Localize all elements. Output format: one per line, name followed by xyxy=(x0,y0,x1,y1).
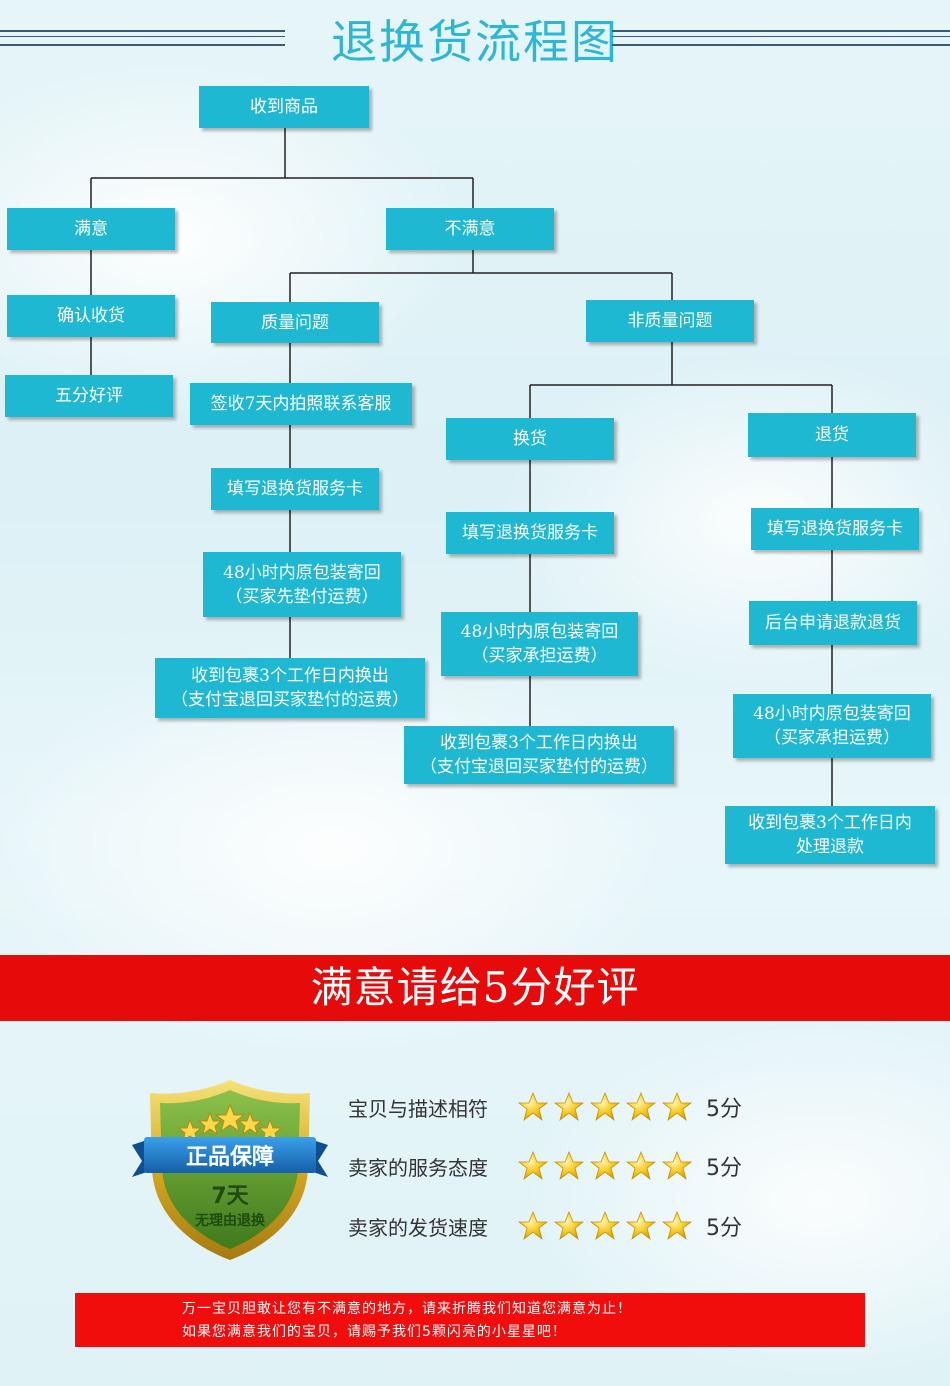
star-rating xyxy=(518,1092,698,1122)
rating-row-shipping: 卖家的发货速度 5分 xyxy=(348,1206,742,1246)
star-icon xyxy=(626,1151,656,1181)
rating-score: 5分 xyxy=(706,1156,742,1181)
badge-days-text: 7天 xyxy=(211,1184,249,1209)
node-exchange: 换货 xyxy=(446,418,614,460)
badge-ribbon-text: 正品保障 xyxy=(186,1144,274,1170)
shield-icon: 正品保障 7天 无理由退换 xyxy=(132,1080,328,1260)
node-quality-step4: 收到包裹3个工作日内换出（支付宝退回买家垫付的运费） xyxy=(155,658,425,718)
star-icon xyxy=(590,1092,620,1122)
star-icon xyxy=(518,1092,548,1122)
node-refund-step4: 收到包裹3个工作日内处理退款 xyxy=(725,806,935,864)
guarantee-badge: 正品保障 7天 无理由退换 xyxy=(130,1075,330,1265)
rating-label: 卖家的服务态度 xyxy=(348,1155,488,1180)
flow-connectors xyxy=(90,128,833,806)
closing-note-line1: 万一宝贝胆敢让您有不满意的地方，请来折腾我们知道您满意为止！ xyxy=(182,1301,632,1317)
star-rating xyxy=(518,1211,698,1241)
star-icon xyxy=(554,1092,584,1122)
star-icon xyxy=(518,1151,548,1181)
node-refund: 退货 xyxy=(748,413,916,457)
node-unsatisfied: 不满意 xyxy=(386,208,554,250)
node-refund-step3: 48小时内原包装寄回（买家承担运费） xyxy=(733,694,931,758)
node-receive-goods: 收到商品 xyxy=(199,86,369,128)
node-confirm-receipt: 确认收货 xyxy=(7,295,175,337)
star-rating xyxy=(518,1151,698,1181)
star-icon xyxy=(662,1211,692,1241)
node-non-quality-issue: 非质量问题 xyxy=(586,300,754,342)
rating-label: 卖家的发货速度 xyxy=(348,1215,488,1240)
node-refund-step2: 后台申请退款退货 xyxy=(749,601,917,645)
title-left-rule xyxy=(0,30,285,46)
rating-row-service: 卖家的服务态度 5分 xyxy=(348,1146,742,1186)
closing-note-line2: 如果您满意我们的宝贝，请赐予我们5颗闪亮的小星星吧！ xyxy=(182,1324,567,1340)
star-icon xyxy=(662,1151,692,1181)
node-quality-step3: 48小时内原包装寄回（买家先垫付运费） xyxy=(203,552,401,617)
node-five-star-review: 五分好评 xyxy=(5,375,173,417)
title-bar: 退换货流程图 xyxy=(0,0,950,80)
node-exchange-step3: 收到包裹3个工作日内换出（支付宝退回买家垫付的运费） xyxy=(404,726,674,784)
node-quality-step2: 填写退换货服务卡 xyxy=(211,468,379,510)
star-icon xyxy=(662,1092,692,1122)
badge-subtitle-text: 无理由退换 xyxy=(194,1212,266,1229)
closing-note: 万一宝贝胆敢让您有不满意的地方，请来折腾我们知道您满意为止！ 如果您满意我们的宝… xyxy=(75,1293,865,1347)
node-satisfied: 满意 xyxy=(7,208,175,250)
rating-row-description: 宝贝与描述相符 5分 xyxy=(348,1087,742,1127)
node-exchange-step1: 填写退换货服务卡 xyxy=(446,512,614,554)
star-icon xyxy=(590,1151,620,1181)
rating-score: 5分 xyxy=(706,1097,742,1122)
node-quality-step1: 签收7天内拍照联系客服 xyxy=(190,383,412,425)
star-icon xyxy=(554,1211,584,1241)
star-icon xyxy=(590,1211,620,1241)
star-icon xyxy=(626,1092,656,1122)
rating-label: 宝贝与描述相符 xyxy=(348,1096,488,1121)
node-exchange-step2: 48小时内原包装寄回（买家承担运费） xyxy=(441,612,638,676)
star-icon xyxy=(554,1151,584,1181)
star-icon xyxy=(518,1211,548,1241)
review-banner: 满意请给5分好评 xyxy=(0,955,950,1021)
page-title: 退换货流程图 xyxy=(331,15,619,69)
rating-score: 5分 xyxy=(706,1216,742,1241)
review-banner-text: 满意请给5分好评 xyxy=(310,963,640,1012)
title-right-rule xyxy=(612,30,950,46)
star-icon xyxy=(626,1211,656,1241)
node-refund-step1: 填写退换货服务卡 xyxy=(751,508,919,550)
node-quality-issue: 质量问题 xyxy=(211,302,379,343)
